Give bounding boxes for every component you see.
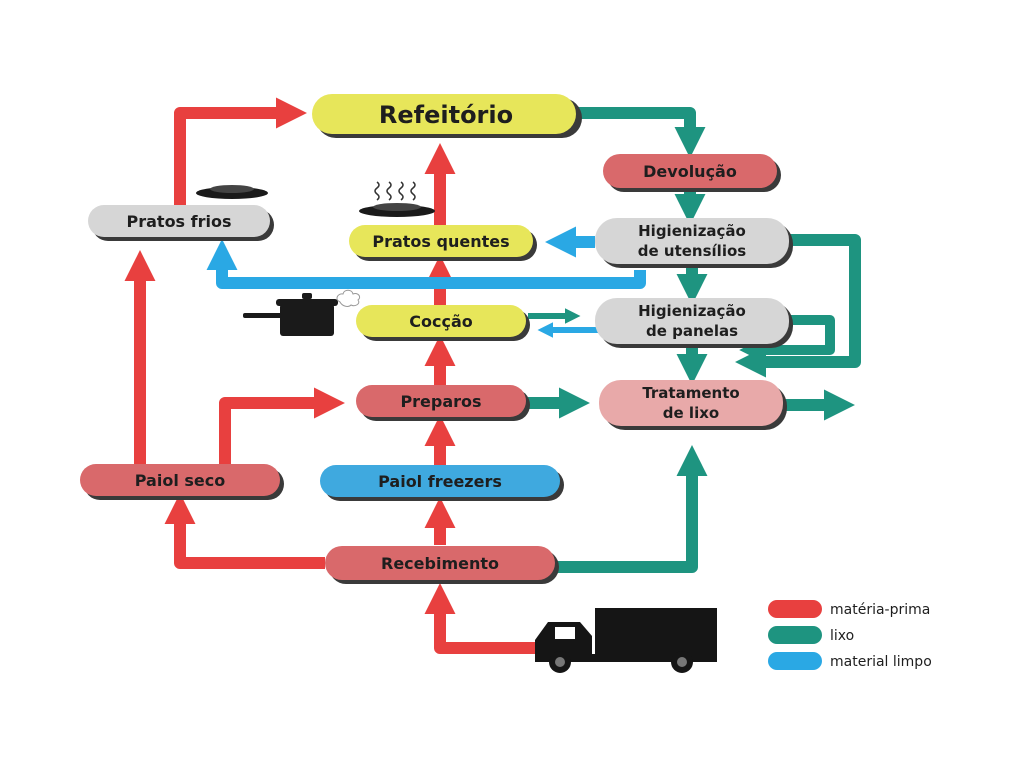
cooking-pot-icon	[243, 289, 361, 336]
hot-plate-icon	[359, 181, 435, 217]
legend-item-material-limpo: material limpo	[768, 652, 932, 670]
node-devolucao: Devolução	[603, 154, 781, 192]
node-label: Refeitório	[379, 101, 513, 129]
node-label: Cocção	[409, 312, 473, 331]
legend-item-lixo: lixo	[768, 626, 854, 644]
node-pratos-quentes: Pratos quentes	[349, 225, 537, 261]
node-label: Devolução	[643, 162, 737, 181]
node-preparos: Preparos	[356, 385, 530, 421]
node-refeitorio: Refeitório	[312, 94, 582, 138]
node-coccao: Cocção	[356, 305, 530, 341]
node-label-line1: Higienização	[638, 302, 746, 320]
legend-label: material limpo	[830, 654, 932, 670]
node-paiol-seco: Paiol seco	[80, 464, 284, 500]
arrow-utensilios-to-pratos-frios	[206, 239, 646, 289]
arrow-recebimento-to-paiol-seco	[164, 493, 325, 569]
plate-icon	[196, 185, 268, 199]
arrow-refeitorio-to-devolucao	[576, 107, 706, 158]
node-pratos-frios: Pratos frios	[88, 205, 274, 241]
node-higienizacao-panelas: Higienização de panelas	[595, 298, 793, 348]
node-paiol-freezers: Paiol freezers	[320, 465, 564, 501]
arrow-utensilios-loop-to-tratamento	[735, 234, 861, 378]
node-higienizacao-utensilios: Higienização de utensílios	[595, 218, 793, 268]
arrow-truck-to-recebimento	[424, 583, 535, 654]
node-tratamento-lixo: Tratamento de lixo	[599, 380, 787, 430]
node-label: Recebimento	[381, 554, 499, 573]
legend-item-materia-prima: matéria-prima	[768, 600, 930, 618]
legend-swatch	[768, 600, 822, 618]
node-label: Paiol freezers	[378, 472, 502, 491]
node-label-line1: Higienização	[638, 222, 746, 240]
node-label: Pratos frios	[127, 212, 232, 231]
node-label: Pratos quentes	[372, 232, 509, 251]
arrow-panelas-loop-to-tratamento	[739, 315, 835, 363]
node-label: Paiol seco	[135, 471, 225, 490]
delivery-truck-icon	[535, 608, 717, 673]
node-label-line2: de utensílios	[638, 242, 746, 260]
legend-swatch	[768, 626, 822, 644]
node-label: Preparos	[400, 392, 481, 411]
arrow-pratos-frios-to-refeitorio	[174, 97, 307, 205]
legend-label: matéria-prima	[830, 602, 930, 618]
legend-label: lixo	[830, 628, 854, 644]
legend-swatch	[768, 652, 822, 670]
legend: matéria-prima lixo material limpo	[768, 600, 932, 670]
node-label-line2: de lixo	[663, 404, 719, 422]
arrow-paiol-seco-to-preparos	[219, 387, 345, 465]
node-label-line1: Tratamento	[642, 384, 739, 402]
arrow-recebimento-to-tratamento	[556, 445, 708, 573]
node-recebimento: Recebimento	[325, 546, 559, 584]
node-label-line2: de panelas	[646, 322, 738, 340]
